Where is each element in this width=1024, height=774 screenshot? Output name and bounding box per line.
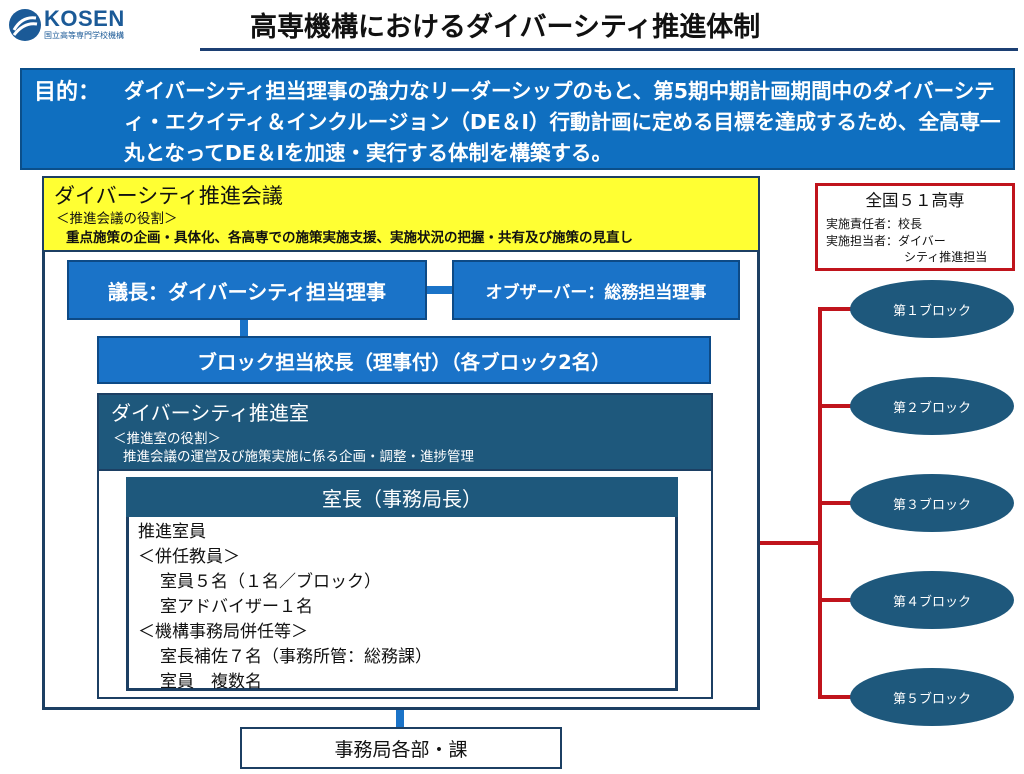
page-title: 高専機構におけるダイバーシティ推進体制 [250, 12, 761, 43]
office-title: ダイバーシティ推進室 [111, 401, 309, 425]
logo-name: KOSEN [44, 6, 125, 31]
observer-box: オブザーバー：総務担当理事 [452, 260, 740, 320]
kosen51-line1: 実施責任者：校長 [826, 217, 923, 231]
block-4: 第４ブロック [850, 571, 1014, 629]
office-header: ダイバーシティ推進室 ＜推進室の役割＞ 推進会議の運営及び施策実施に係る企画・調… [97, 393, 713, 471]
council-role-text: 重点施策の企画・具体化、各高専での施策実施支援、実施状況の把握・共有及び施策の見… [66, 230, 633, 246]
block-principals-box: ブロック担当校長（理事付）（各ブロック2名） [97, 336, 711, 384]
blocks-main-connector [760, 541, 820, 545]
kosen51-title: 全国５１高専 [865, 191, 965, 210]
block-2: 第２ブロック [850, 377, 1014, 435]
member-line: 室員 複数名 [160, 672, 262, 692]
kosen51-box: 全国５１高専 実施責任者：校長 実施担当者：ダイバー シティ推進担当 [815, 183, 1015, 271]
purpose-text: ダイバーシティ担当理事の強力なリーダーシップのもと、第5期中期計画期間中のダイバ… [124, 79, 1001, 165]
office-role-heading: ＜推進室の役割＞ [113, 431, 221, 447]
office-head-title: 室長（事務局長） [126, 477, 678, 517]
kosen-logo-icon [9, 9, 41, 41]
block-connector [818, 501, 852, 505]
bureau-connector [396, 710, 404, 728]
block-3: 第３ブロック [850, 474, 1014, 532]
block-connector [818, 404, 852, 408]
title-underline [200, 48, 1018, 51]
member-line: 室員５名（１名／ブロック） [160, 572, 381, 592]
kosen51-line3: シティ推進担当 [904, 250, 988, 264]
member-line: ＜併任教員＞ [138, 547, 240, 567]
office-role-text: 推進会議の運営及び施策実施に係る企画・調整・進捗管理 [123, 449, 474, 465]
purpose-label: 目的： [34, 80, 101, 105]
member-line: 室アドバイザー１名 [160, 597, 313, 617]
chair-observer-connector [427, 286, 452, 294]
block-connector [818, 695, 852, 699]
block-connector [818, 307, 852, 311]
block-1: 第１ブロック [850, 280, 1014, 338]
member-line: 室長補佐７名（事務所管：総務課） [160, 647, 432, 667]
council-title: ダイバーシティ推進会議 [54, 184, 283, 208]
member-line: 推進室員 [138, 522, 206, 542]
bureau-box: 事務局各部・課 [240, 727, 562, 769]
kosen51-line2: 実施担当者：ダイバー [826, 234, 946, 248]
member-line: ＜機構事務局併任等＞ [138, 622, 308, 642]
logo-subtitle: 国立高等専門学校機構 [44, 31, 124, 40]
council-role-heading: ＜推進会議の役割＞ [56, 211, 178, 227]
council-header: ダイバーシティ推進会議 ＜推進会議の役割＞ 重点施策の企画・具体化、各高専での施… [42, 176, 760, 252]
block-5: 第５ブロック [850, 668, 1014, 726]
chair-box: 議長：ダイバーシティ担当理事 [67, 260, 427, 320]
purpose-box: 目的： ダイバーシティ担当理事の強力なリーダーシップのもと、第5期中期計画期間中… [20, 68, 1015, 170]
block-connector [818, 598, 852, 602]
chair-block-connector [240, 320, 248, 336]
office-members-list: 推進室員 ＜併任教員＞ 室員５名（１名／ブロック） 室アドバイザー１名 ＜機構事… [138, 520, 432, 695]
